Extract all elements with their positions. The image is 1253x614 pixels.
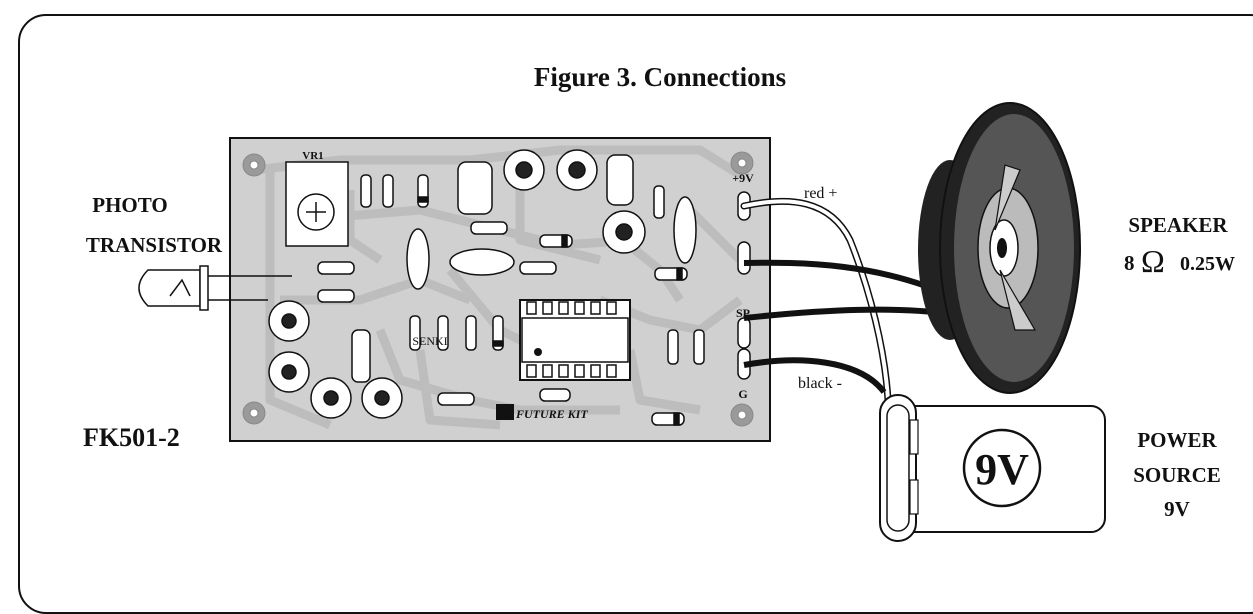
speaker-watts: 0.25W xyxy=(1180,253,1235,275)
speaker-ohms: 8 xyxy=(1124,251,1135,275)
ghost-silkscreen-text: SENKI xyxy=(412,334,447,348)
black-wire-label: black - xyxy=(798,375,842,392)
pin-g-label: G xyxy=(738,387,747,401)
connection-diagram: Figure 3. Connections VR1 xyxy=(83,62,1235,542)
power-label-line3: 9V xyxy=(1164,497,1190,521)
ic-chip xyxy=(519,299,631,381)
vr1-label: VR1 xyxy=(302,150,323,162)
speaker xyxy=(918,102,1081,394)
battery-9v xyxy=(879,394,1106,542)
speaker-rating: 8 Ω 0.25W xyxy=(1124,243,1235,279)
power-label-line1: POWER xyxy=(1137,428,1217,452)
trimmer-vr1 xyxy=(285,161,349,247)
figure-title: Figure 3. Connections xyxy=(534,62,786,92)
power-label-line2: SOURCE xyxy=(1133,463,1221,487)
pcb-board: VR1 xyxy=(229,137,771,442)
photo-label-line1: PHOTO xyxy=(92,193,167,217)
board-model-label: FK501-2 xyxy=(83,423,180,452)
battery-label: 9V xyxy=(975,445,1029,494)
photo-transistor xyxy=(138,265,292,311)
red-wire-label: red + xyxy=(804,185,837,202)
speaker-label-line1: SPEAKER xyxy=(1128,213,1228,237)
future-kit-logo: F FUTURE KIT xyxy=(496,404,588,421)
svg-text:F: F xyxy=(501,406,509,421)
svg-text:FUTURE KIT: FUTURE KIT xyxy=(515,407,588,421)
omega-symbol: Ω xyxy=(1141,243,1165,279)
capacitors xyxy=(268,149,646,419)
photo-label-line2: TRANSISTOR xyxy=(86,233,223,257)
pin-9v-label: +9V xyxy=(732,171,754,185)
resistors xyxy=(317,174,705,406)
